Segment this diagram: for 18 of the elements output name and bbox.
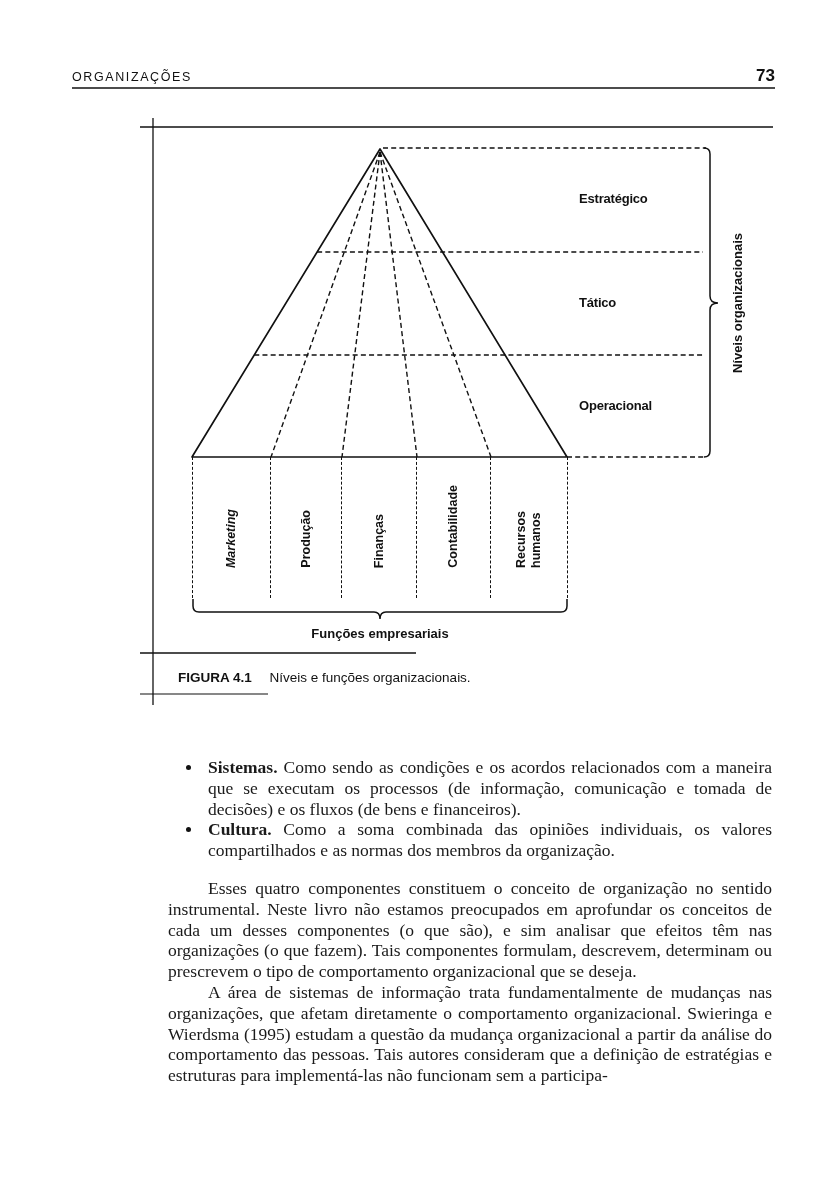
level-label: Estratégico	[579, 190, 648, 208]
column-label: Produção	[298, 510, 314, 568]
brace-label: Funções empresariais	[311, 625, 449, 643]
running-head: ORGANIZAÇÕES	[72, 70, 192, 84]
body-paragraph: A área de sistemas de informação trata fundamentalmente de mudanças nas organizações, que afetam diretamente o comportamento organizacional. Swieringa e Wierdsma (1995) estudam a questão da mudança organizacional a partir da análise do comportamento das pessoas. Tais autores consideram que a definição de estratégias e estruturas para implementá-las não funcionam sem a participa-	[168, 981, 772, 1086]
figure-caption: FIGURA 4.1 Níveis e funções organizacionais.	[178, 669, 471, 687]
level-label: Tático	[579, 294, 617, 312]
column-label: Finanças	[371, 513, 387, 568]
list-item-text: Cultura. Como a soma combinada das opiniões individuais, os valores compartilhados e as normas dos membros da organização.	[208, 819, 772, 861]
page-number: 73	[756, 66, 775, 86]
function-column	[490, 457, 568, 598]
column-label: Recursos humanos	[514, 510, 544, 568]
column-label: Marketing	[224, 508, 240, 568]
body-paragraph: Esses quatro componentes constituem o conceito de organização no sentido instrumental. Neste livro não estamos preocupados em aprofundar os conceitos de cada um desses componentes (o que são), e sim analisar que efeitos têm nas organizações (o que fazem). Tais componentes formulam, descrevem, determinam ou prescrevem o tipo de comportamento organizacional que se deseja.	[168, 878, 772, 982]
list-item-text: Sistemas. Como sendo as condições e os acordos relacionados com a maneira que se executam os processos (de informação, comunicação e tomada de decisões) e os fluxos (de bens e financeiros).	[208, 757, 772, 820]
brace-label: Níveis organizacionais	[730, 232, 746, 374]
column-label: Contabilidade	[446, 485, 462, 568]
level-label: Operacional	[579, 397, 652, 415]
